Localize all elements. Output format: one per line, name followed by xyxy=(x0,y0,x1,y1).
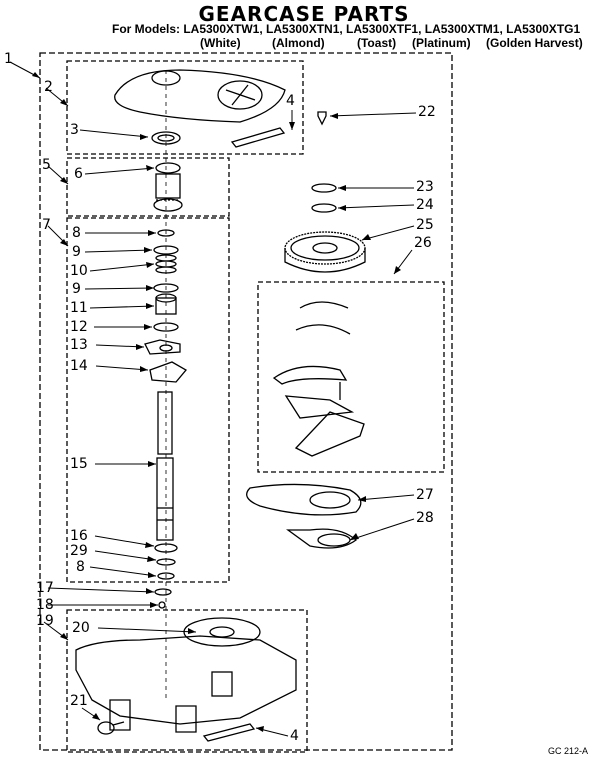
washer-29 xyxy=(156,558,176,566)
gear-11 xyxy=(155,293,177,315)
pinion-assembly-6 xyxy=(153,162,183,212)
callout-3: 3 xyxy=(70,122,79,138)
group-box-2 xyxy=(66,60,304,155)
washer-24 xyxy=(311,203,337,213)
callout-21: 21 xyxy=(70,693,88,709)
callout-4-top: 4 xyxy=(286,93,295,109)
group-box-7 xyxy=(66,217,230,583)
callout-7: 7 xyxy=(42,217,51,233)
callout-9b: 9 xyxy=(72,281,81,297)
callout-12: 12 xyxy=(70,319,88,335)
callout-14: 14 xyxy=(70,358,88,374)
callout-10: 10 xyxy=(70,263,88,279)
clip-26a xyxy=(299,301,349,309)
color-toast: (Toast) xyxy=(357,36,397,50)
plate-26 xyxy=(294,411,365,457)
callout-8b: 8 xyxy=(76,559,85,575)
callout-4-bottom: 4 xyxy=(290,728,299,744)
callout-27: 27 xyxy=(416,487,434,503)
callout-22: 22 xyxy=(418,104,436,120)
washer-23 xyxy=(311,183,337,193)
group-box-26 xyxy=(257,281,445,473)
lever-26 xyxy=(284,395,355,419)
callout-20: 20 xyxy=(72,620,90,636)
washer-12 xyxy=(153,322,179,332)
drawing-code: GC 212-A xyxy=(548,746,589,756)
color-almond: (Almond) xyxy=(272,36,325,50)
color-platinum: (Platinum) xyxy=(412,36,471,50)
spring-10 xyxy=(155,254,177,274)
callout-8: 8 xyxy=(72,225,81,241)
callout-18: 18 xyxy=(36,597,54,613)
gear-25 xyxy=(284,231,366,273)
ring-8b xyxy=(157,572,175,580)
color-golden-harvest: (Golden Harvest) xyxy=(486,36,583,50)
color-white: (White) xyxy=(200,36,241,50)
callout-28: 28 xyxy=(416,510,434,526)
callout-6: 6 xyxy=(74,166,83,182)
plug-21 xyxy=(97,721,125,735)
clip-28 xyxy=(286,528,358,549)
ring-8 xyxy=(157,229,175,237)
grease-tube-top xyxy=(230,127,286,148)
callout-1: 1 xyxy=(4,51,13,67)
callout-19: 19 xyxy=(36,613,54,629)
callout-11: 11 xyxy=(70,300,88,316)
callout-26: 26 xyxy=(414,235,432,251)
ball-18 xyxy=(158,601,166,609)
callout-24: 24 xyxy=(416,197,434,213)
washer-17 xyxy=(154,588,172,596)
dog-13 xyxy=(144,339,181,355)
link-27 xyxy=(246,483,362,516)
callout-2: 2 xyxy=(44,79,53,95)
page-title: GEARCASE PARTS xyxy=(198,2,410,26)
arm-26 xyxy=(272,365,348,385)
group-box-5 xyxy=(66,157,230,217)
callout-13: 13 xyxy=(70,337,88,353)
callout-15: 15 xyxy=(70,456,88,472)
callout-25: 25 xyxy=(416,217,434,233)
shaft-15 xyxy=(156,391,174,541)
washer-16 xyxy=(154,543,178,553)
callout-16: 16 xyxy=(70,528,88,544)
clip-26b xyxy=(295,324,351,335)
callout-9: 9 xyxy=(72,244,81,260)
assembly-frame-1 xyxy=(39,52,453,751)
cam-14 xyxy=(149,361,187,383)
gearcase-base xyxy=(75,617,297,733)
gearcase-cover xyxy=(114,69,286,123)
grease-tube-bottom xyxy=(202,723,256,742)
callout-17: 17 xyxy=(36,580,54,596)
callout-23: 23 xyxy=(416,179,434,195)
screw-22 xyxy=(317,111,327,126)
callout-29: 29 xyxy=(70,543,88,559)
group-box-19 xyxy=(66,609,308,753)
washer-9 xyxy=(153,245,179,255)
model-list: For Models: LA5300XTW1, LA5300XTN1, LA53… xyxy=(112,22,581,36)
seal-3 xyxy=(151,131,181,145)
callout-5: 5 xyxy=(42,157,51,173)
